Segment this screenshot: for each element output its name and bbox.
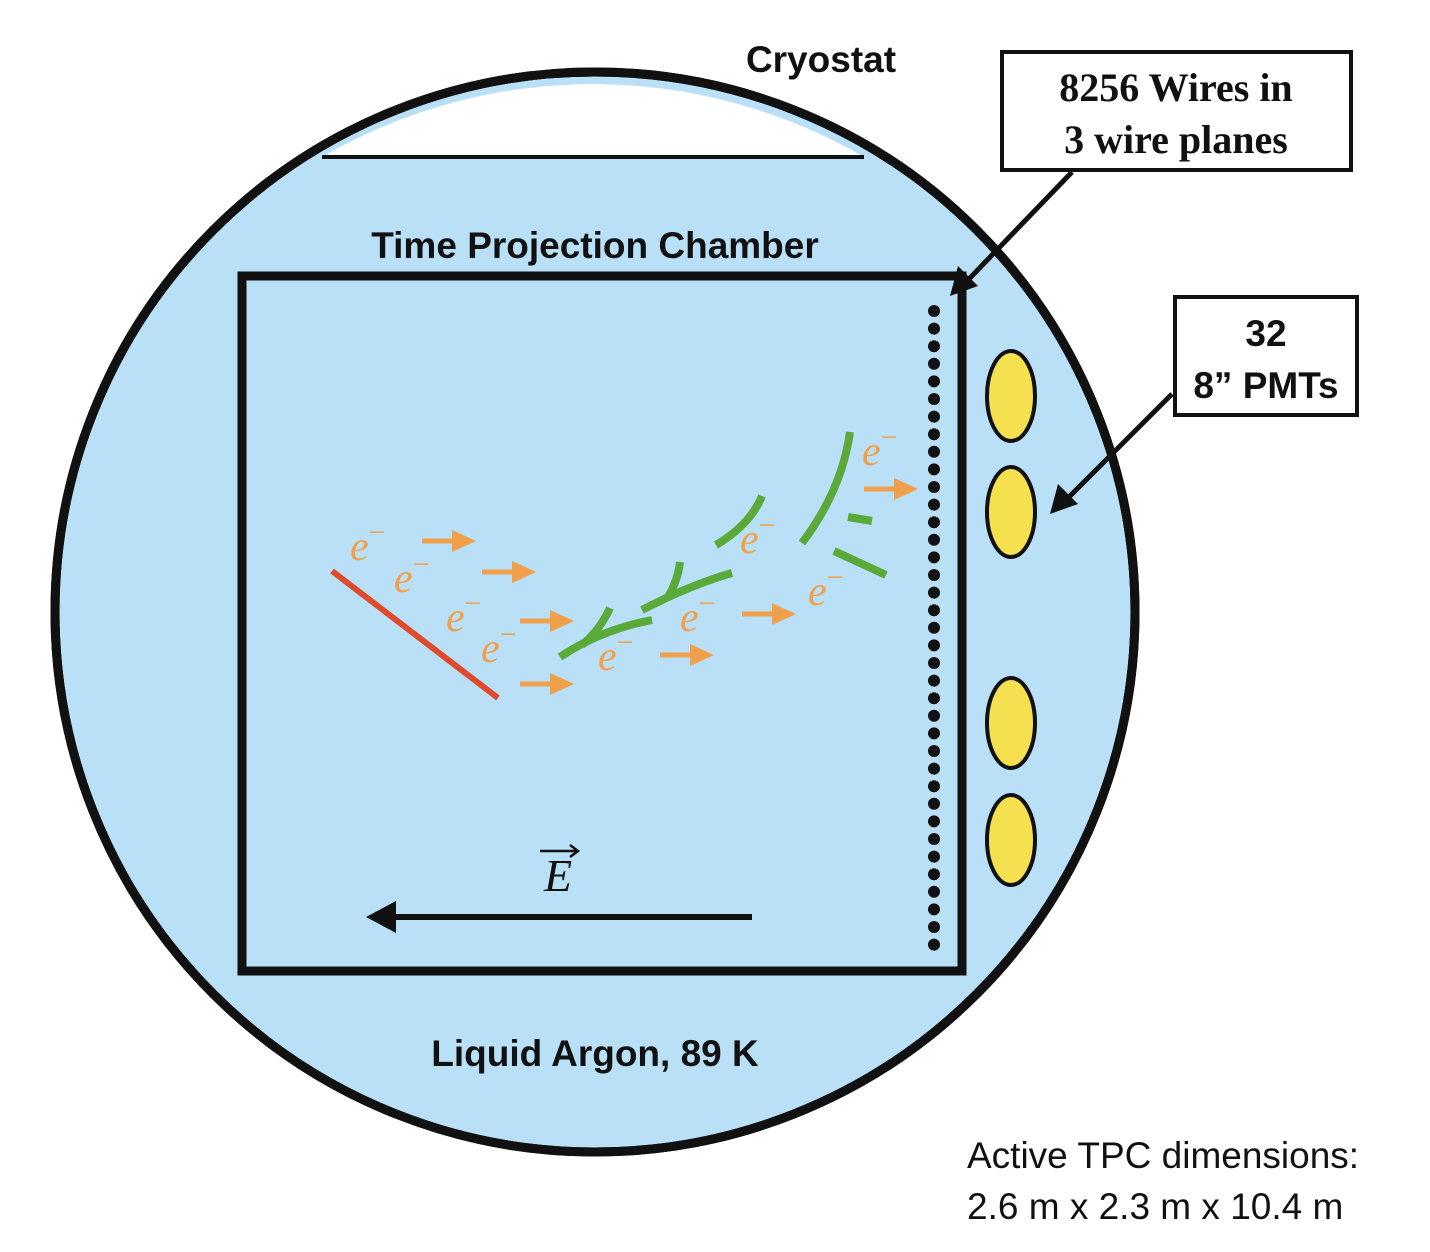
wire-dot	[928, 921, 940, 933]
shower-tracks	[557, 431, 888, 661]
shower-segment	[798, 431, 854, 546]
muon-track	[330, 568, 500, 701]
wire-dot	[928, 850, 940, 863]
efield-vector-arrow	[540, 844, 581, 858]
wire-dot	[928, 428, 940, 441]
pmt	[985, 793, 1037, 887]
wire-dot	[928, 340, 940, 353]
pmt	[985, 465, 1037, 559]
shower-segment	[579, 606, 614, 649]
wire-dot	[928, 692, 940, 705]
wire-dot	[928, 533, 940, 546]
wire-dot	[928, 938, 940, 951]
dimensions-line1: Active TPC dimensions:	[967, 1135, 1359, 1176]
wire-dot	[928, 833, 940, 845]
wire-dot	[928, 657, 940, 669]
wire-dot	[928, 868, 940, 881]
wire-planes	[928, 305, 940, 951]
cryostat-label: Cryostat	[746, 39, 896, 80]
argon-label: Liquid Argon, 89 K	[431, 1033, 759, 1074]
wire-dot	[928, 797, 940, 810]
wire-dot	[928, 463, 940, 476]
wire-dot	[928, 780, 940, 793]
gas-ullage	[322, 84, 864, 157]
wire-dot	[928, 481, 940, 493]
electron-label: e−	[394, 548, 430, 602]
wire-dot	[928, 621, 940, 634]
shower-segment	[664, 561, 684, 600]
pmts-callout-line2: 8” PMTs	[1193, 365, 1338, 406]
wire-dot	[928, 709, 940, 722]
wire-dot	[928, 674, 940, 687]
wire-dot	[928, 762, 940, 775]
wire-dot	[928, 885, 940, 898]
wire-dot	[928, 604, 940, 617]
tpc-box	[237, 271, 967, 976]
pmts-callout-line1: 32	[1245, 313, 1286, 354]
wires-callout-line2: 3 wire planes	[1064, 117, 1288, 162]
wires-callout-arrow	[950, 170, 1074, 296]
efield-symbol: E	[543, 850, 572, 901]
electron-label: e−	[862, 421, 898, 475]
pmt	[985, 676, 1037, 770]
shower-segment	[832, 547, 888, 579]
efield-arrow	[366, 901, 752, 933]
shower-segment	[713, 494, 766, 549]
electron-label: e−	[740, 509, 776, 563]
wire-dot	[928, 745, 940, 757]
wires-callout-line1: 8256 Wires in	[1059, 65, 1292, 110]
wire-dot	[928, 393, 940, 405]
wire-dot	[928, 322, 940, 335]
wire-dot	[928, 727, 940, 740]
wire-dot	[928, 357, 940, 370]
wires-callout-box	[1000, 50, 1353, 172]
pmt	[985, 349, 1037, 443]
wire-dot	[928, 445, 940, 458]
pmt-array	[985, 349, 1037, 887]
dimensions-line2: 2.6 m x 2.3 m x 10.4 m	[967, 1186, 1343, 1227]
wire-dot	[928, 516, 940, 529]
wire-dot	[928, 375, 940, 388]
wire-dot	[928, 498, 940, 511]
shower-segment	[640, 569, 734, 614]
tpc-label: Time Projection Chamber	[371, 225, 819, 266]
wire-dot	[928, 551, 940, 564]
wire-dot	[928, 569, 940, 581]
pmts-callout-box	[1173, 295, 1359, 417]
wire-dot	[928, 639, 940, 652]
wire-dot	[928, 410, 940, 423]
wire-dot	[928, 305, 940, 317]
cryostat-outline	[50, 67, 1140, 1157]
wire-dot	[928, 586, 940, 599]
wire-dot	[928, 903, 940, 916]
pmts-callout-arrow	[1050, 392, 1174, 514]
electron-label: e−	[446, 587, 482, 641]
shower-segment	[847, 513, 873, 525]
wire-dot	[928, 815, 940, 828]
shower-segment	[557, 616, 653, 661]
